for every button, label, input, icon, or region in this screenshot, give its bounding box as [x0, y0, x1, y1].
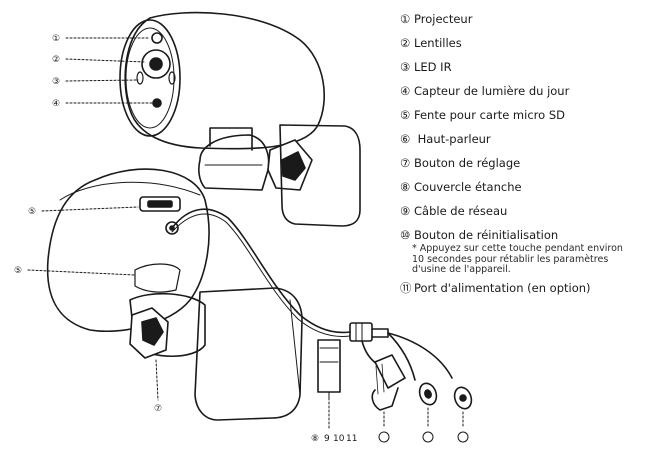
leader-lines: [27, 37, 464, 429]
callout-11: 11: [346, 434, 357, 444]
callout-6: ⑤: [14, 266, 22, 276]
callout-5: ⑤: [28, 207, 36, 217]
callout-1: ①: [52, 34, 60, 44]
callout-3: ③: [52, 77, 60, 87]
callout-10: 10: [333, 434, 345, 444]
top-camera: [119, 11, 361, 227]
legend-item-6: ⑥ Haut-parleur: [400, 132, 491, 146]
callout-7: ⑦: [154, 404, 162, 414]
cable-assembly: [171, 208, 473, 411]
callout-9: 9: [324, 434, 330, 444]
callout-8: ⑧: [311, 434, 319, 444]
bottom-camera: [46, 168, 303, 421]
callout-4: ④: [52, 99, 60, 109]
callout-2: ②: [52, 55, 60, 65]
reset-note: * Appuyez sur cette touche pendant envir…: [412, 243, 623, 275]
